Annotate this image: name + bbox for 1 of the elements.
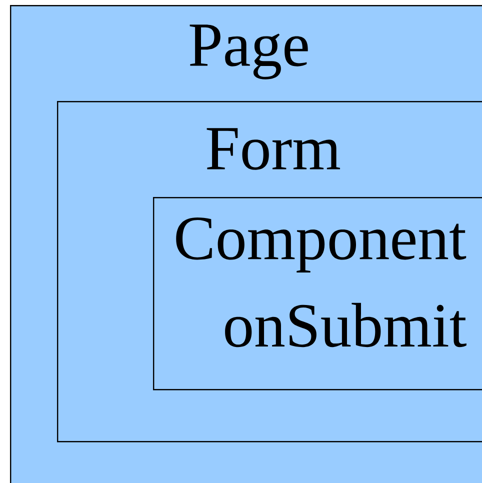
component-box: Component onSubmit [153,197,482,390]
